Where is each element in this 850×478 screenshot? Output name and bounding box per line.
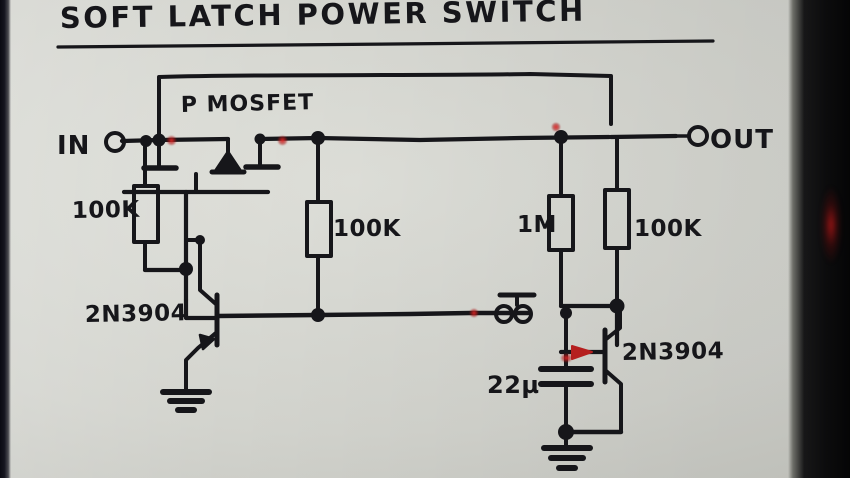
junction-mosfet-src	[152, 133, 166, 147]
top-rail-right	[608, 133, 679, 140]
top-rail-mid	[257, 134, 612, 143]
r1-label: 100K	[72, 197, 141, 224]
diagram-title: SOFT LATCH POWER SWITCH	[60, 0, 586, 35]
q1-base-lead	[183, 297, 220, 321]
q2-emitter	[603, 368, 623, 434]
junction-left-node	[179, 262, 193, 276]
junction-in	[140, 135, 152, 147]
right-edge-red-glow	[820, 186, 842, 264]
laser-dot-input-node	[166, 135, 177, 146]
mosfet-label: P MOSFET	[181, 90, 315, 118]
laser-dot-gate-node	[277, 135, 288, 146]
junction-r2-top	[311, 131, 325, 145]
mosfet-box	[157, 72, 613, 140]
junction-mid-r2	[311, 308, 325, 322]
junction-cap-mid	[560, 307, 572, 319]
laser-dot-mosfet-drain	[551, 122, 561, 132]
junction-dots	[140, 130, 625, 440]
switch-contact-left	[494, 304, 514, 324]
output-label: OUT	[710, 125, 774, 155]
title-underline	[56, 39, 715, 49]
c1-label: 22µ	[487, 371, 540, 399]
left-edge-shadow	[0, 0, 11, 478]
q1-emitter-arrow	[198, 333, 216, 351]
q1-label: 2N3904	[85, 300, 188, 328]
q2-collector	[603, 304, 622, 342]
mid-rail	[214, 310, 531, 319]
r4-body	[603, 188, 631, 250]
mosfet-body-arrow-head	[214, 150, 242, 172]
junction-bottom	[558, 424, 574, 440]
junction-r3-top	[554, 130, 568, 144]
q2-base-arrow	[571, 345, 593, 360]
switch-contact-right	[513, 304, 533, 324]
junction-gate-node	[254, 133, 266, 145]
r3-label: 1M	[517, 212, 557, 238]
junction-q1-coll	[195, 235, 205, 245]
laser-dot-cap-top	[560, 353, 573, 363]
r2-label: 100K	[333, 216, 402, 242]
laser-dot-mid-rail	[469, 308, 479, 318]
r2-body	[305, 200, 333, 258]
q2-label: 2N3904	[622, 338, 725, 366]
input-label: IN	[57, 131, 90, 161]
junction-right-node	[609, 298, 625, 314]
r4-label: 100K	[634, 216, 703, 242]
input-terminal-circle	[104, 131, 126, 153]
q1-collector	[198, 266, 219, 307]
output-terminal-circle	[687, 125, 709, 147]
